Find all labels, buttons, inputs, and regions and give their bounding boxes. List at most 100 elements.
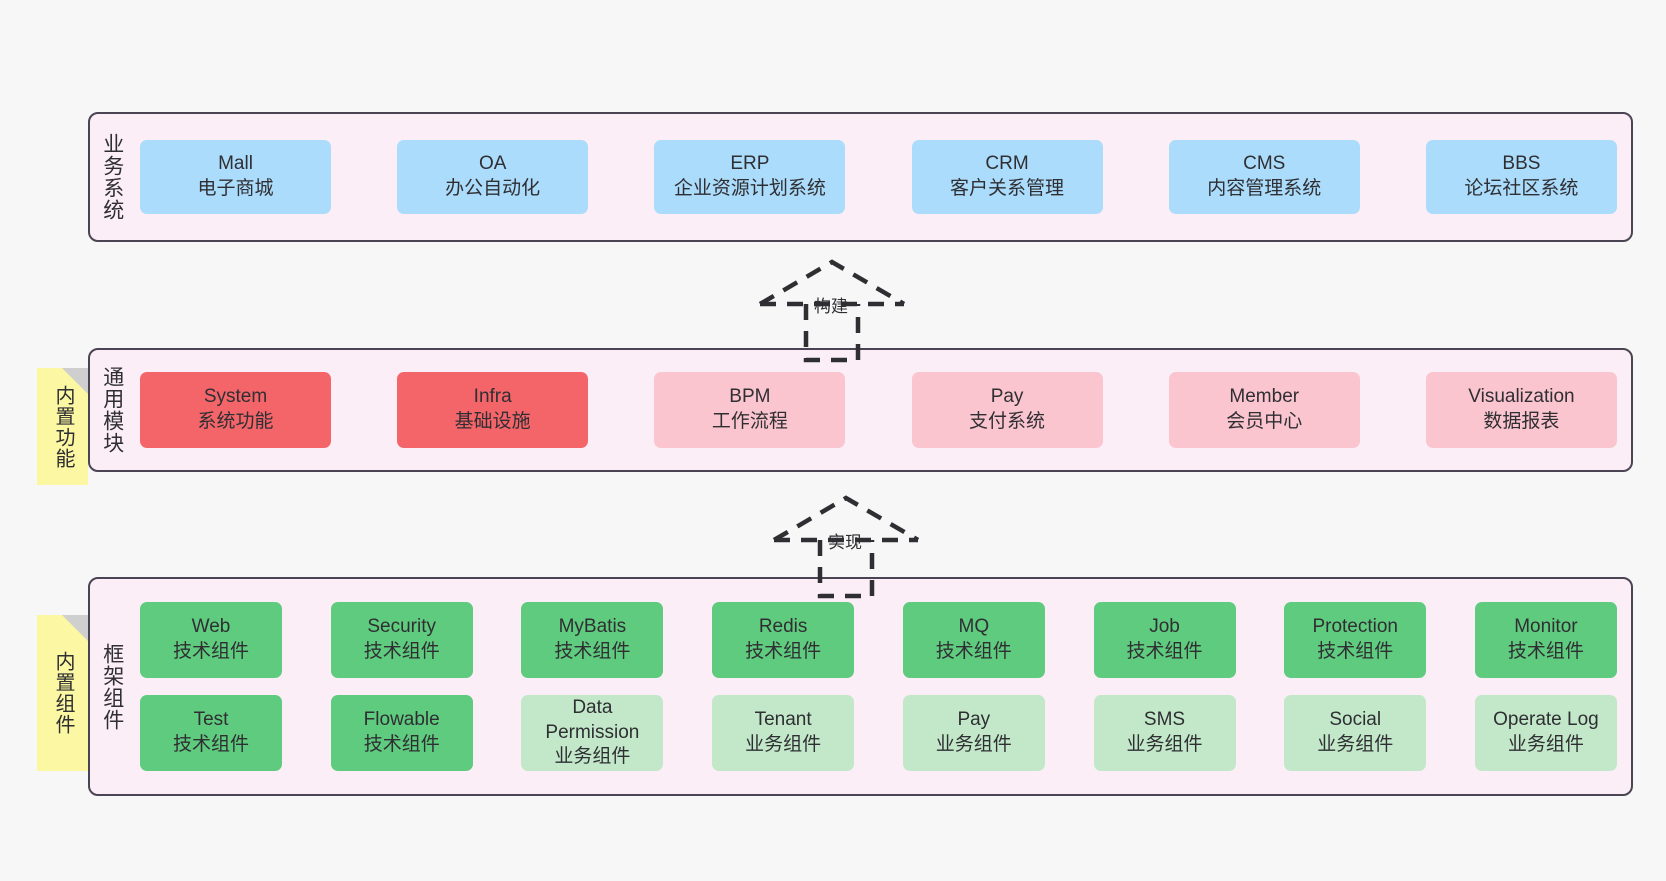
card-title: Visualization (1468, 386, 1575, 408)
layer-body-business-system: Mall 电子商城 OA 办公自动化 ERP 企业资源计划系统 CRM 客户关系… (134, 114, 1631, 240)
layer-body-framework-component: Web 技术组件 Security 技术组件 MyBatis 技术组件 Redi… (134, 579, 1631, 794)
card-subtitle: 支付系统 (969, 411, 1046, 432)
card-subtitle: 客户关系管理 (950, 178, 1065, 199)
card-subtitle: 内容管理系统 (1207, 178, 1322, 199)
card-title: Web (191, 616, 231, 638)
arrow-implement-label: 实现 (828, 533, 862, 552)
card-subtitle: 技术组件 (1126, 641, 1203, 662)
card-erp[interactable]: ERP 企业资源计划系统 (654, 140, 846, 214)
card-tenant[interactable]: Tenant 业务组件 (712, 695, 855, 771)
arrow-build: 构建 (752, 256, 912, 364)
card-security[interactable]: Security 技术组件 (330, 602, 473, 678)
arrow-build-label: 构建 (814, 297, 848, 316)
card-title: CMS (1243, 153, 1286, 175)
card-test[interactable]: Test 技术组件 (140, 695, 282, 771)
card-subtitle: 技术组件 (554, 641, 631, 662)
card-title: BPM (729, 386, 771, 408)
card-pay[interactable]: Pay 支付系统 (911, 372, 1103, 448)
card-subtitle: 技术组件 (363, 734, 440, 755)
card-subtitle: 技术组件 (1507, 641, 1584, 662)
card-infra[interactable]: Infra 基础设施 (397, 372, 589, 448)
card-subtitle: 技术组件 (745, 641, 822, 662)
card-member[interactable]: Member 会员中心 (1168, 372, 1360, 448)
card-title: MyBatis (558, 616, 627, 638)
layer-framework-component: 框架组件 Web 技术组件 Security 技术组件 MyBatis 技术组件… (88, 577, 1633, 796)
note-label: 内置功能 (52, 384, 74, 469)
business-card-row: Mall 电子商城 OA 办公自动化 ERP 企业资源计划系统 CRM 客户关系… (140, 140, 1617, 214)
card-title: MQ (958, 616, 990, 638)
card-title: Protection (1312, 616, 1398, 638)
card-social[interactable]: Social 业务组件 (1284, 695, 1427, 771)
card-title: Social (1329, 709, 1382, 731)
card-subtitle: 技术组件 (172, 641, 249, 662)
card-subtitle: 技术组件 (935, 641, 1012, 662)
card-subtitle: 业务组件 (554, 746, 631, 768)
card-title: ERP (730, 153, 770, 175)
card-operate-log[interactable]: Operate Log 业务组件 (1474, 695, 1617, 771)
card-data-permission[interactable]: Data Permission 业务组件 (521, 695, 664, 771)
card-subtitle: 技术组件 (172, 734, 249, 755)
card-oa[interactable]: OA 办公自动化 (397, 140, 589, 214)
card-mq[interactable]: MQ 技术组件 (902, 602, 1045, 678)
card-title: Data (572, 696, 613, 718)
common-card-row: System 系统功能 Infra 基础设施 BPM 工作流程 Pay 支付系统… (140, 372, 1617, 448)
card-visualization[interactable]: Visualization 数据报表 (1425, 372, 1617, 448)
framework-business-row: Test 技术组件 Flowable 技术组件 Data Permission … (140, 695, 1617, 771)
card-flowable[interactable]: Flowable 技术组件 (330, 695, 473, 771)
card-subtitle: 办公自动化 (445, 178, 541, 199)
layer-title-common-module: 通用模块 (100, 366, 124, 454)
card-title: Member (1229, 386, 1300, 408)
card-title: Tenant (754, 709, 812, 731)
card-web[interactable]: Web 技术组件 (140, 602, 282, 678)
arrow-implement: 实现 (766, 492, 926, 600)
layer-body-common-module: System 系统功能 Infra 基础设施 BPM 工作流程 Pay 支付系统… (134, 350, 1631, 470)
card-subtitle: 业务组件 (1507, 734, 1584, 755)
card-subtitle: 技术组件 (363, 641, 440, 662)
card-title: OA (478, 153, 507, 175)
card-title: Operate Log (1493, 709, 1599, 731)
card-title-line2: Permission (545, 721, 640, 743)
card-monitor[interactable]: Monitor 技术组件 (1474, 602, 1617, 678)
card-title: Monitor (1514, 616, 1578, 638)
card-title: Security (367, 616, 437, 638)
card-subtitle: 企业资源计划系统 (673, 178, 826, 199)
card-redis[interactable]: Redis 技术组件 (712, 602, 855, 678)
card-bpm[interactable]: BPM 工作流程 (654, 372, 846, 448)
card-subtitle: 业务组件 (1317, 734, 1394, 755)
card-subtitle: 系统功能 (197, 411, 274, 432)
card-protection[interactable]: Protection 技术组件 (1284, 602, 1427, 678)
card-title: Flowable (363, 709, 440, 731)
card-subtitle: 论坛社区系统 (1464, 178, 1579, 199)
card-title: Test (193, 709, 229, 731)
card-sms[interactable]: SMS 业务组件 (1093, 695, 1236, 771)
card-title: BBS (1502, 153, 1541, 175)
card-subtitle: 业务组件 (745, 734, 822, 755)
layer-common-module: 通用模块 System 系统功能 Infra 基础设施 BPM 工作流程 Pay (88, 348, 1633, 472)
card-pay-component[interactable]: Pay 业务组件 (902, 695, 1045, 771)
card-title: System (203, 386, 268, 408)
card-mybatis[interactable]: MyBatis 技术组件 (521, 602, 664, 678)
arrow-implement-glyph (772, 495, 920, 599)
card-subtitle: 电子商城 (197, 178, 274, 199)
layer-business-system: 业务系统 Mall 电子商城 OA 办公自动化 ERP 企业资源计划系统 CRM (88, 112, 1633, 242)
card-job[interactable]: Job 技术组件 (1093, 602, 1236, 678)
card-subtitle: 会员中心 (1226, 411, 1303, 432)
card-cms[interactable]: CMS 内容管理系统 (1168, 140, 1360, 214)
card-subtitle: 业务组件 (1126, 734, 1203, 755)
note-fold-corner-icon (62, 368, 88, 394)
card-crm[interactable]: CRM 客户关系管理 (911, 140, 1103, 214)
arrow-build-glyph (758, 259, 906, 363)
card-mall[interactable]: Mall 电子商城 (140, 140, 331, 214)
note-fold-corner-icon (62, 615, 88, 641)
note-builtin-component: 内置组件 (37, 615, 88, 771)
card-title: Pay (990, 386, 1024, 408)
card-title: Mall (218, 153, 253, 175)
card-bbs[interactable]: BBS 论坛社区系统 (1425, 140, 1617, 214)
card-title: CRM (985, 153, 1029, 175)
card-subtitle: 工作流程 (711, 411, 788, 432)
card-system[interactable]: System 系统功能 (140, 372, 331, 448)
note-builtin-function: 内置功能 (37, 368, 88, 485)
card-title: Job (1149, 616, 1180, 638)
framework-tech-row: Web 技术组件 Security 技术组件 MyBatis 技术组件 Redi… (140, 602, 1617, 678)
